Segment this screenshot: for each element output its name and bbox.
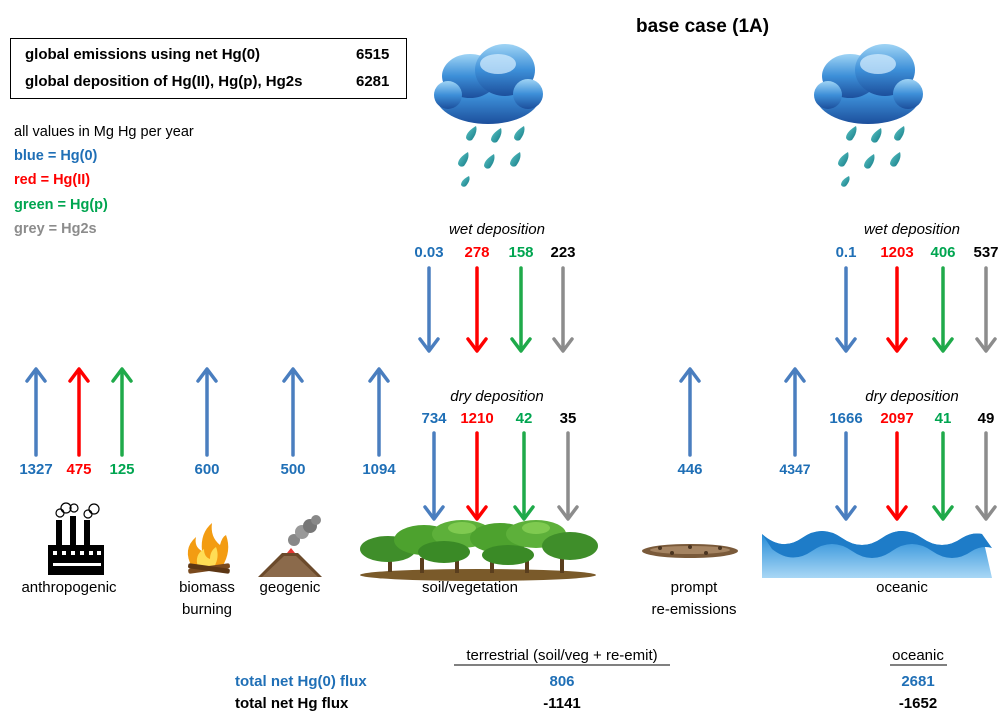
arrow-up-biomass (196, 367, 218, 457)
source-label-biomass-2: burning (181, 601, 233, 618)
source-label-geogenic: geogenic (259, 579, 321, 596)
net-hg0-flux-label: total net Hg(0) flux (235, 673, 367, 690)
value-ocean-dry-hgp: 41 (934, 410, 952, 427)
value-terrestrial-dry-hgp: 42 (515, 410, 533, 427)
global-deposition-value: 6281 (356, 73, 390, 90)
arrow-down-terrestrial-wet-hgii (466, 266, 488, 353)
summary-box: global emissions using net Hg(0) 6515 gl… (10, 38, 407, 99)
source-label-biomass: biomass (179, 579, 235, 596)
terrestrial-net-hg0-value: 806 (549, 673, 575, 690)
value-terrestrial-dry-hg0: 734 (421, 410, 447, 427)
legend-green: green = Hg(p) (14, 197, 108, 213)
arrow-down-terrestrial-dry-hg2s (557, 431, 579, 521)
value-ocean-dry-hg2s: 49 (977, 410, 995, 427)
units-note: all values in Mg Hg per year (14, 124, 194, 140)
arrow-down-terrestrial-wet-hgp (510, 266, 532, 353)
arrow-down-ocean-dry-hgii (886, 431, 908, 521)
value-anthropogenic-hg0: 1327 (19, 461, 53, 478)
arrow-up-anthropogenic-hgii (68, 367, 90, 457)
source-label-prompt-2: re-emissions (651, 601, 737, 618)
value-anthropogenic-hgii: 475 (66, 461, 92, 478)
value-ocean-wet-hgii: 1203 (880, 244, 914, 261)
value-anthropogenic-hgp: 125 (109, 461, 135, 478)
terrestrial-header: terrestrial (soil/veg + re-emit) (466, 647, 658, 664)
fire-icon (187, 523, 230, 574)
legend-red: red = Hg(II) (14, 172, 91, 188)
arrow-up-prompt (679, 367, 701, 457)
value-ocean-wet-hg0: 0.1 (835, 244, 857, 261)
value-terrestrial-wet-hgp: 158 (508, 244, 534, 261)
oceanic-net-hg0-value: 2681 (901, 673, 935, 690)
arrow-down-ocean-dry-hgp (932, 431, 954, 521)
diagram-title: base case (1A) (636, 16, 770, 37)
factory-icon (48, 502, 104, 575)
global-emissions-label: global emissions using net Hg(0) (25, 46, 261, 63)
arrow-down-terrestrial-wet-hg2s (552, 266, 574, 353)
arrow-down-ocean-dry-hg0 (835, 431, 857, 521)
cloud-icon (434, 44, 543, 124)
value-ocean-wet-hg2s: 537 (973, 244, 999, 261)
net-hg-flux-label: total net Hg flux (235, 695, 349, 712)
source-label-anthropogenic: anthropogenic (21, 579, 117, 596)
raindrops-icon (838, 126, 905, 187)
global-emissions-value: 6515 (356, 46, 390, 63)
value-terrestrial-wet-hg2s: 223 (550, 244, 576, 261)
value-terrestrial-wet-hgii: 278 (464, 244, 490, 261)
ocean-dry-deposition-label: dry deposition (865, 388, 959, 405)
arrow-up-anthropogenic-hg0 (25, 367, 47, 457)
trees-icon (360, 520, 598, 581)
arrow-down-ocean-wet-hg2s (975, 266, 997, 353)
legend-blue: blue = Hg(0) (14, 148, 98, 164)
value-soil-emission: 1094 (362, 461, 396, 478)
terrestrial-net-hg-value: -1141 (543, 695, 581, 712)
value-ocean-wet-hgp: 406 (930, 244, 956, 261)
arrow-down-ocean-wet-hgp (932, 266, 954, 353)
volcano-icon (258, 515, 322, 577)
cloud-icon (814, 44, 923, 124)
value-oceanic-emission: 4347 (779, 461, 811, 477)
arrow-up-oceanic (784, 367, 806, 457)
arrow-down-terrestrial-dry-hgii (466, 431, 488, 521)
arrow-up-geogenic (282, 367, 304, 457)
arrow-up-soil (368, 367, 390, 457)
terrestrial-wet-deposition-label: wet deposition (449, 221, 545, 238)
arrow-down-ocean-dry-hg2s (975, 431, 997, 521)
source-label-soil: soil/vegetation (422, 579, 518, 596)
source-label-oceanic: oceanic (876, 579, 928, 596)
arrow-down-ocean-wet-hgii (886, 266, 908, 353)
value-prompt-reemissions: 446 (677, 461, 703, 478)
legend-grey: grey = Hg2s (14, 221, 97, 237)
value-biomass: 600 (194, 461, 220, 478)
value-geogenic: 500 (280, 461, 306, 478)
raindrops-icon (458, 126, 525, 187)
arrow-down-terrestrial-dry-hgp (513, 431, 535, 521)
terrestrial-dry-deposition-label: dry deposition (450, 388, 544, 405)
ocean-waves-icon (762, 531, 992, 578)
global-deposition-label: global deposition of Hg(II), Hg(p), Hg2s (25, 73, 303, 90)
arrow-down-terrestrial-wet-hg0 (418, 266, 440, 353)
soil-patch-icon (642, 544, 738, 558)
arrow-up-anthropogenic-hgp (111, 367, 133, 457)
oceanic-header: oceanic (892, 647, 944, 664)
value-terrestrial-dry-hg2s: 35 (559, 410, 577, 427)
arrow-down-ocean-wet-hg0 (835, 266, 857, 353)
value-terrestrial-wet-hg0: 0.03 (414, 244, 444, 261)
value-ocean-dry-hg0: 1666 (829, 410, 863, 427)
oceanic-net-hg-value: -1652 (898, 695, 938, 712)
value-ocean-dry-hgii: 2097 (880, 410, 914, 427)
source-label-prompt: prompt (670, 579, 718, 596)
value-terrestrial-dry-hgii: 1210 (460, 410, 494, 427)
ocean-wet-deposition-label: wet deposition (864, 221, 960, 238)
arrow-down-terrestrial-dry-hg0 (423, 431, 445, 521)
